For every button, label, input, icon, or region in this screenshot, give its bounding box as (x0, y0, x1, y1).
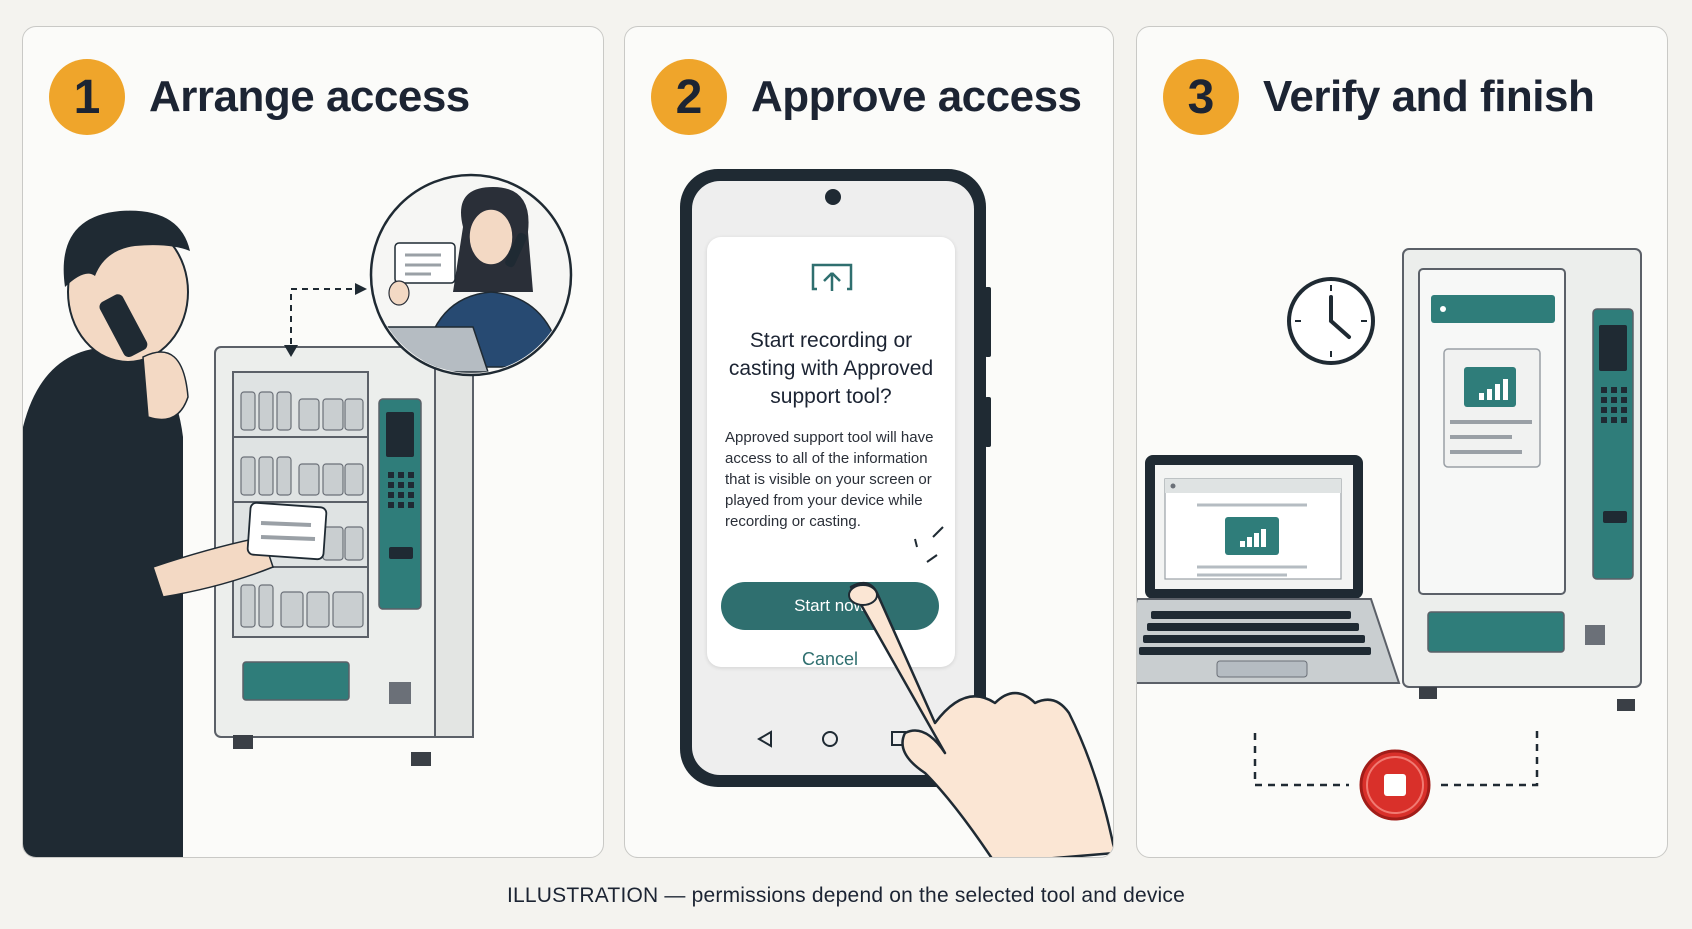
cancel-button[interactable]: Cancel (801, 648, 859, 669)
step-3-header: 3 Verify and finish (1163, 57, 1595, 137)
permission-dialog: Start recording or casting with Approved… (707, 237, 955, 669)
start-now-button[interactable]: Start now (721, 582, 939, 630)
step-3-title: Verify and finish (1263, 72, 1595, 121)
dialog-body: Approved support tool will have access t… (725, 429, 934, 530)
step-2-title: Approve access (751, 72, 1082, 121)
back-icon (757, 730, 772, 748)
step-2-header: 2 Approve access (651, 57, 1082, 137)
vending-machine-2 (1402, 248, 1642, 711)
cast-icon (811, 263, 853, 291)
step-1-illustration (23, 173, 573, 857)
clock-icon (1287, 277, 1375, 365)
step-1-header: 1 Arrange access (49, 57, 470, 137)
camera-dot (825, 189, 841, 205)
stop-icon (1359, 749, 1431, 821)
step-2-panel: 2 Approve access Start recording or cast… (624, 26, 1114, 858)
step-3-panel: 3 Verify and finish (1136, 26, 1668, 858)
home-icon (822, 731, 838, 747)
step-1-number: 1 (49, 59, 125, 135)
illustration-caption: ILLUSTRATION — permissions depend on the… (507, 884, 1185, 907)
step-3-illustration (1137, 248, 1642, 821)
support-agent-avatar (369, 173, 573, 377)
dialog-title: Start recording or casting with Approved… (728, 329, 934, 408)
step-3-number: 3 (1163, 59, 1239, 135)
step-1-title: Arrange access (149, 72, 470, 121)
laptop (1137, 455, 1401, 684)
signal-bars-icon (1479, 379, 1508, 400)
step-1-panel: 1 Arrange access (22, 26, 604, 858)
customer-person (23, 210, 328, 857)
step-2-number: 2 (651, 59, 727, 135)
